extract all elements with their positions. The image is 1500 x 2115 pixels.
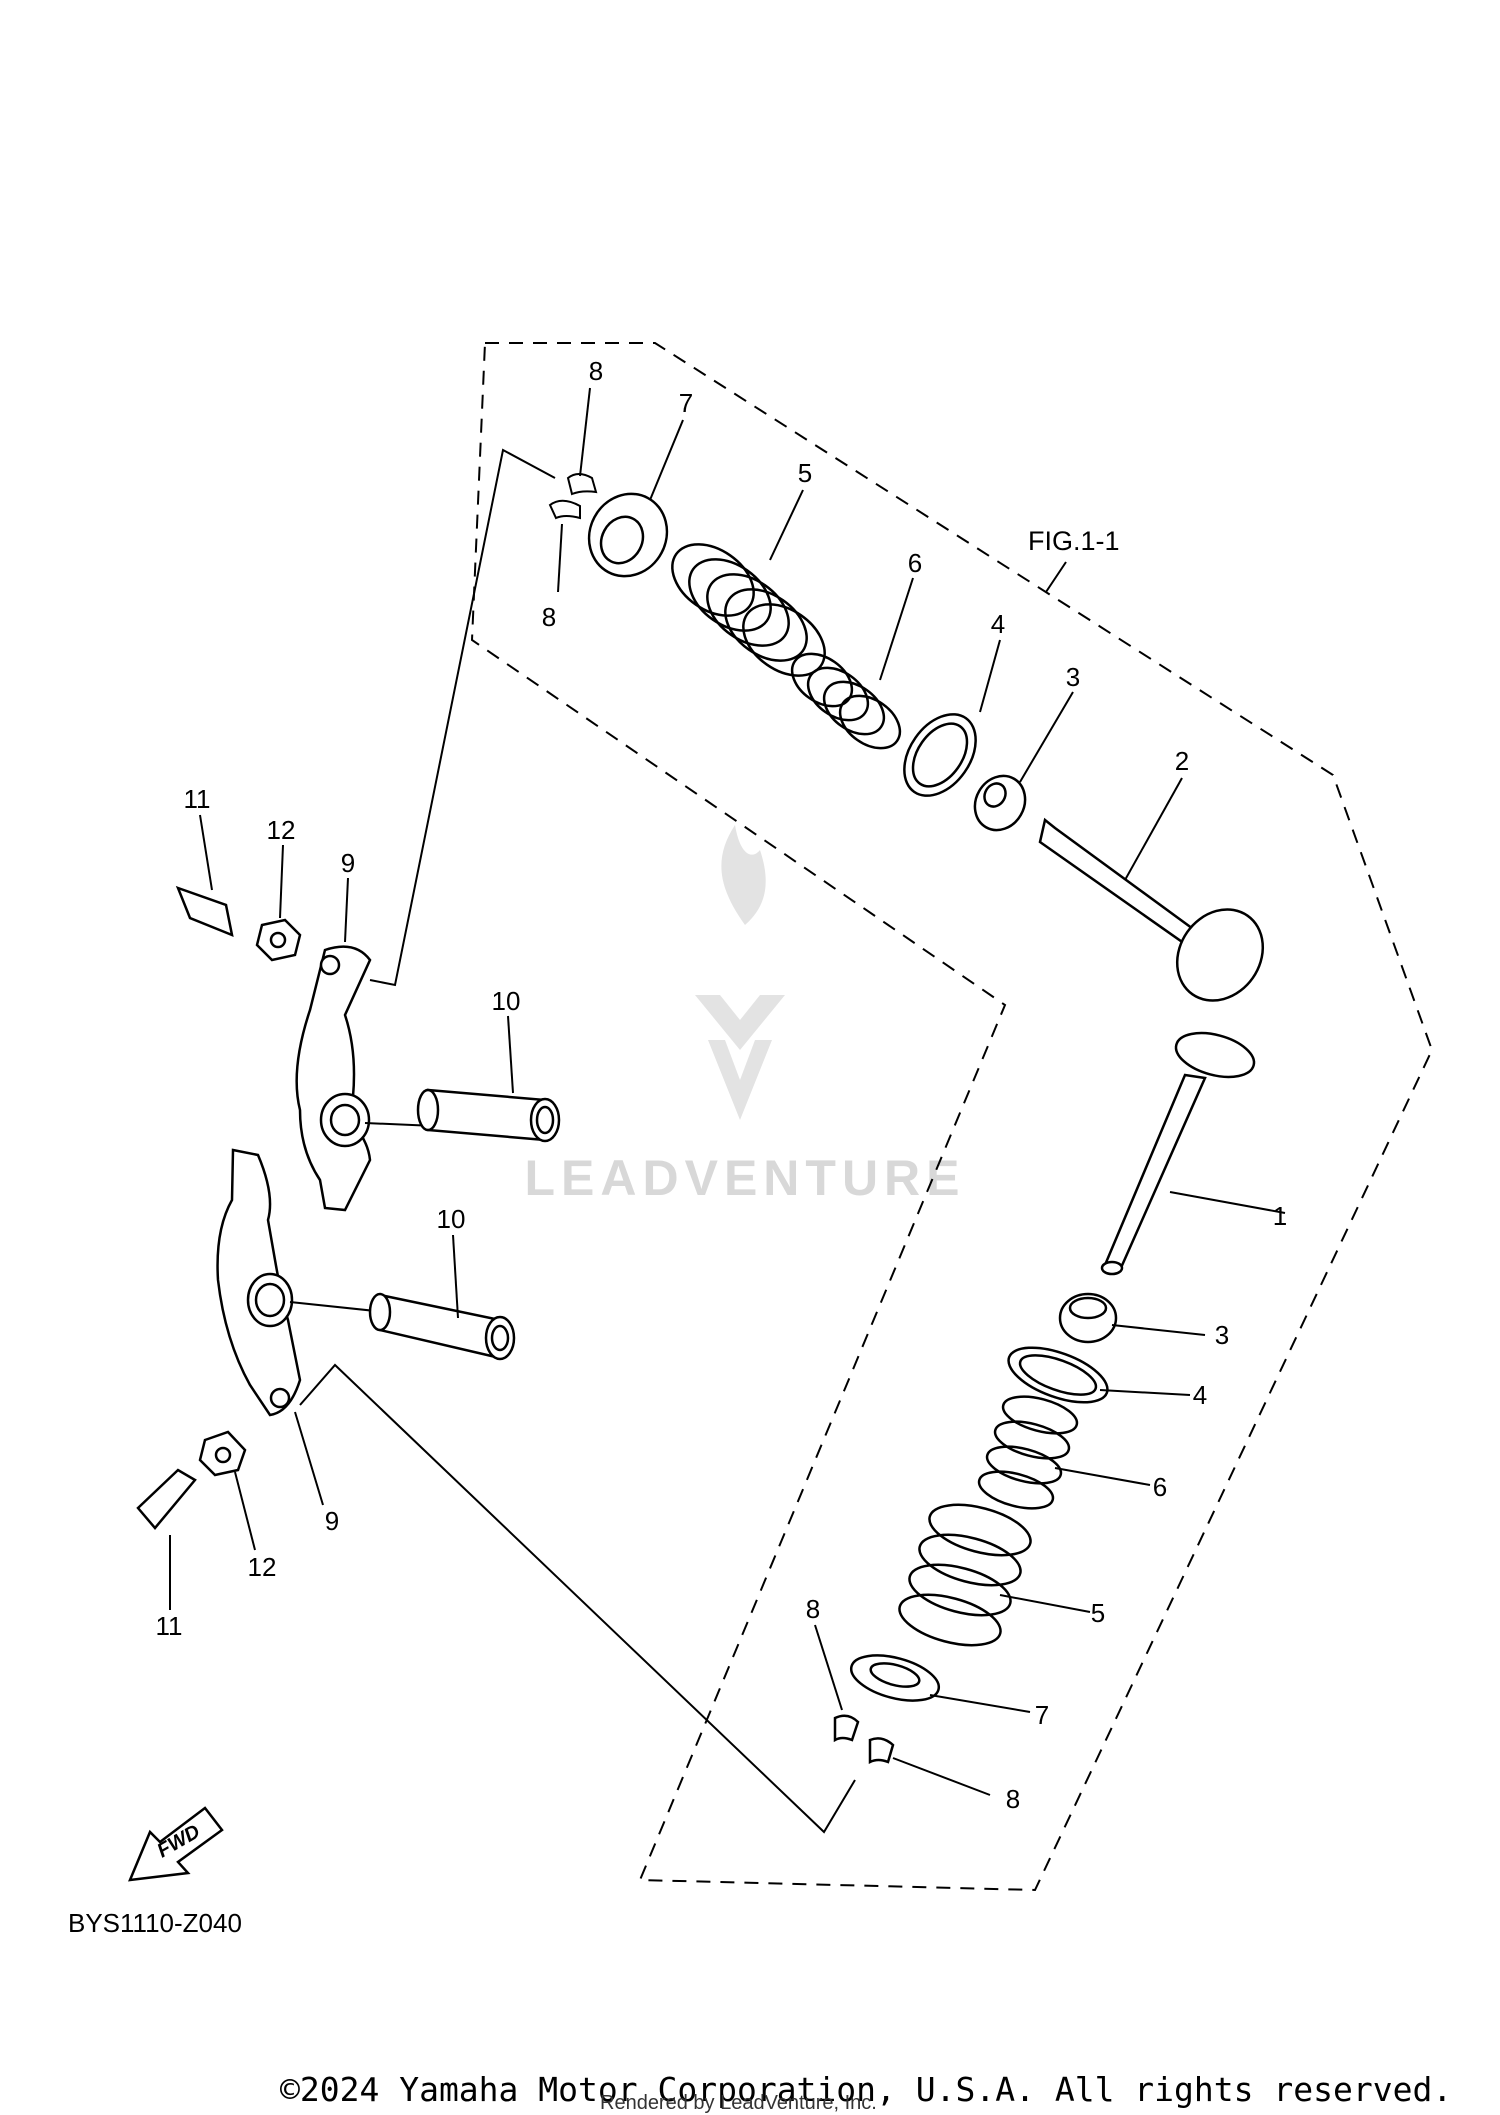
outer-valve-spring-upper <box>671 543 826 677</box>
callout-3-lower: 3 <box>1215 1320 1229 1350</box>
callout-5-upper: 5 <box>798 458 812 488</box>
callout-8-lower-a: 8 <box>806 1594 820 1624</box>
callout-2: 2 <box>1175 746 1189 776</box>
watermark-logo <box>695 825 785 1120</box>
valve-cotter-upper-a <box>548 473 598 520</box>
callout-11-upper: 11 <box>184 784 211 814</box>
outer-valve-spring-lower <box>898 1503 1032 1647</box>
callout-4-upper: 4 <box>991 609 1005 639</box>
fig-1-1-boundary <box>470 342 1434 1892</box>
valve-cotter-lower <box>833 1714 895 1765</box>
callout-4-lower: 4 <box>1193 1380 1207 1410</box>
lower-assembly-line <box>299 1363 856 1834</box>
callouts: 8 8 7 5 6 4 3 2 11 12 9 10 1 10 3 4 6 9 … <box>156 356 1288 1814</box>
callout-7-lower: 7 <box>1035 1700 1049 1730</box>
callout-6-upper: 6 <box>908 548 922 578</box>
callout-1: 1 <box>1273 1201 1287 1231</box>
exhaust-valve <box>1038 817 1265 1002</box>
callout-6-lower: 6 <box>1153 1472 1167 1502</box>
inner-valve-spring-lower <box>977 1395 1079 1510</box>
valve-retainer-lower <box>849 1654 941 1702</box>
adjusting-screw-lower <box>136 1468 197 1530</box>
callout-11-lower: 11 <box>156 1611 183 1641</box>
valve-retainer-upper <box>587 492 669 578</box>
callout-3-upper: 3 <box>1066 662 1080 692</box>
watermark-text: LEADVENTURE <box>524 1150 965 1206</box>
rendered-by-credit: Rendered by LeadVenture, Inc. <box>600 2092 877 2114</box>
locknut-lower <box>198 1430 247 1477</box>
callout-9-upper: 9 <box>341 848 355 878</box>
fwd-arrow-icon: FWD <box>128 1806 224 1882</box>
adjusting-screw-upper <box>175 885 234 938</box>
callout-12-upper: 12 <box>267 815 296 845</box>
intake-valve <box>1100 1031 1256 1276</box>
callout-5-lower: 5 <box>1091 1598 1105 1628</box>
callout-10-lower: 10 <box>437 1204 466 1234</box>
spring-seat-upper <box>903 713 977 797</box>
copyright-notice: ©2024 Yamaha Motor Corporation, U.S.A. A… <box>280 2070 1453 2109</box>
callout-9-lower: 9 <box>325 1506 339 1536</box>
diagram-code: BYS1110-Z040 <box>68 1908 242 1938</box>
rocker-arm-upper <box>295 945 372 1212</box>
valve-stem-seal-upper <box>973 774 1027 832</box>
rocker-arm-lower <box>216 1148 302 1417</box>
inner-valve-spring-upper <box>790 652 902 750</box>
rocker-shaft-lower <box>368 1292 516 1361</box>
spring-seat-lower <box>1007 1346 1109 1404</box>
callout-7-upper: 7 <box>679 388 693 418</box>
upper-assembly-line <box>369 448 556 987</box>
callout-8-upper-a: 8 <box>589 356 603 386</box>
valve-stem-seal-lower <box>1058 1292 1118 1344</box>
fig-reference-label: FIG.1-1 <box>1028 526 1120 556</box>
rocker-shaft-upper <box>416 1088 561 1143</box>
locknut-upper <box>255 918 302 962</box>
callout-12-lower: 12 <box>248 1552 277 1582</box>
callout-8-lower-b: 8 <box>1006 1784 1020 1814</box>
callout-8-upper-b: 8 <box>542 602 556 632</box>
callout-10-upper: 10 <box>492 986 521 1016</box>
